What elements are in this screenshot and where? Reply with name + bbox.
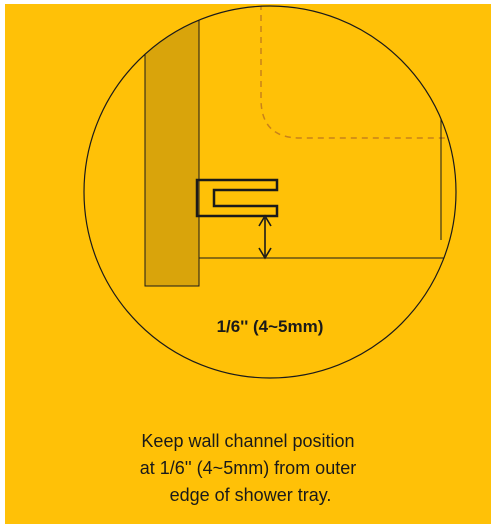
shower-tray-dashed-outline <box>260 6 456 139</box>
instruction-caption: Keep wall channel position at 1/6'' (4~5… <box>5 428 491 509</box>
measurement-label: 1/6'' (4~5mm) <box>217 317 324 336</box>
caption-line-2: at 1/6'' (4~5mm) from outer <box>139 458 357 478</box>
magnifier-circle <box>83 5 457 379</box>
caption-line-1: Keep wall channel position <box>141 431 355 451</box>
wall-channel-profile <box>195 178 279 218</box>
wall <box>144 6 200 287</box>
detail-diagram: 1/6'' (4~5mm) <box>83 5 457 379</box>
dimension-arrow <box>258 214 272 260</box>
instruction-panel: 1/6'' (4~5mm) Keep wall channel position… <box>5 4 491 524</box>
caption-line-3: edge of shower tray. <box>164 485 332 505</box>
